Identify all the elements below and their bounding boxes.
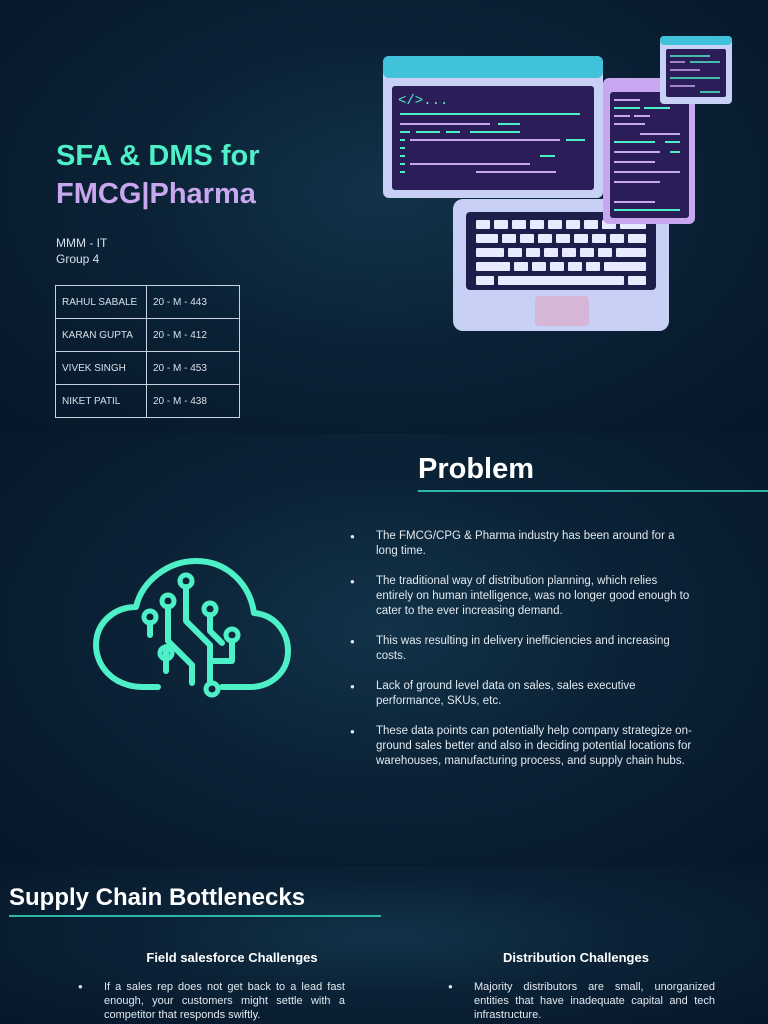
member-name: VIVEK SINGH: [55, 351, 147, 385]
table-row: NIKET PATIL 20 - M - 438: [55, 384, 240, 418]
member-name: RAHUL SABALE: [55, 285, 147, 319]
title-line-1: SFA & DMS for: [56, 140, 260, 172]
list-item: The traditional way of distribution plan…: [350, 574, 695, 619]
laptop-code-illustration: </>...: [383, 36, 732, 331]
group-info: MMM - IT Group 4: [56, 235, 107, 267]
group-label: Group 4: [56, 252, 100, 266]
member-roll: 20 - M - 438: [146, 384, 240, 418]
code-tag-text: </>...: [398, 93, 448, 109]
supply-chain-slide: Supply Chain Bottlenecks Field salesforc…: [0, 866, 768, 1024]
list-item: The FMCG/CPG & Pharma industry has been …: [350, 529, 695, 559]
cloud-circuit-icon: [93, 558, 291, 698]
field-salesforce-heading: Field salesforce Challenges: [146, 950, 318, 965]
problem-heading: Problem: [418, 453, 535, 485]
list-item: Lack of ground level data on sales, sale…: [350, 679, 695, 709]
member-roll: 20 - M - 412: [146, 318, 240, 352]
distribution-heading: Distribution Challenges: [503, 950, 649, 965]
title-slide: SFA & DMS for FMCG|Pharma MMM - IT Group…: [0, 0, 768, 432]
course-label: MMM - IT: [56, 236, 108, 250]
member-name: NIKET PATIL: [55, 384, 147, 418]
supply-chain-heading: Supply Chain Bottlenecks: [9, 884, 306, 911]
list-item: This was resulting in delivery inefficie…: [350, 634, 695, 664]
problem-list: The FMCG/CPG & Pharma industry has been …: [350, 529, 695, 784]
list-item: Majority distributors are small, unorgan…: [448, 980, 715, 1022]
member-name: KARAN GUPTA: [55, 318, 147, 352]
members-table: RAHUL SABALE 20 - M - 443 KARAN GUPTA 20…: [55, 285, 240, 418]
distribution-challenges-list: Majority distributors are small, unorgan…: [448, 980, 715, 1022]
heading-underline: [9, 915, 381, 917]
table-row: RAHUL SABALE 20 - M - 443: [55, 285, 240, 319]
problem-slide: Problem The FMCG/CPG & Pharma industry h…: [0, 433, 768, 865]
list-item: These data points can potentially help c…: [350, 724, 695, 769]
member-roll: 20 - M - 453: [146, 351, 240, 385]
table-row: VIVEK SINGH 20 - M - 453: [55, 351, 240, 385]
heading-underline: [418, 490, 768, 492]
table-row: KARAN GUPTA 20 - M - 412: [55, 318, 240, 352]
field-challenges-list: If a sales rep does not get back to a le…: [78, 980, 345, 1022]
title-line-2: FMCG|Pharma: [56, 178, 256, 210]
member-roll: 20 - M - 443: [146, 285, 240, 319]
list-item: If a sales rep does not get back to a le…: [78, 980, 345, 1022]
